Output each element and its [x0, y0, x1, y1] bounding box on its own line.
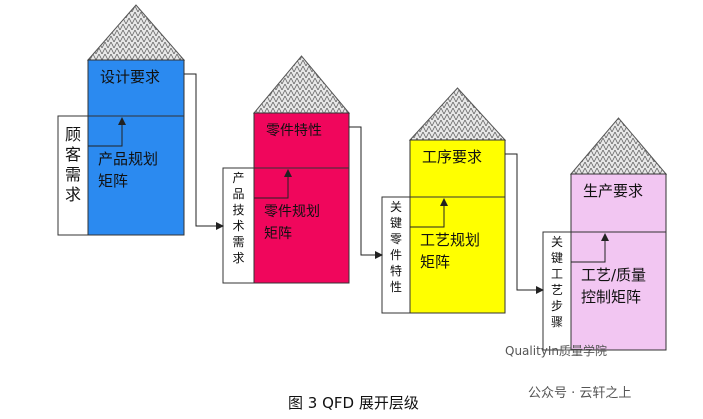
matrix-label-line: 工艺规划 [420, 231, 480, 249]
requirement-label-char: 产 [232, 171, 244, 185]
requirement-label-char: 零 [390, 232, 402, 246]
requirement-label-char: 求 [65, 185, 81, 204]
house-top-label: 设计要求 [100, 68, 160, 86]
matrix-label-line: 矩阵 [420, 253, 450, 271]
matrix-label-line: 工艺/质量 [581, 266, 646, 284]
inner-arrow [571, 233, 609, 263]
requirement-label-char: 键 [551, 251, 563, 265]
requirement-label-char: 需 [65, 165, 81, 184]
stage-connector-arrow [184, 73, 224, 230]
requirement-label-char: 骤 [551, 315, 563, 329]
requirement-label-char: 特 [390, 263, 402, 278]
requirement-label-char: 需 [232, 235, 244, 249]
requirement-label-char: 步 [551, 299, 563, 313]
requirement-label-char: 键 [390, 216, 402, 230]
inner-arrow [254, 169, 292, 199]
house-roof [569, 117, 668, 175]
house-top-label: 零件特性 [266, 123, 322, 139]
requirement-label-char: 件 [390, 248, 402, 262]
matrix-label-line: 产品规划 [98, 150, 158, 168]
stage-connector-arrow [505, 153, 544, 294]
matrix-label-line: 矩阵 [98, 172, 128, 190]
requirement-box [381, 196, 411, 314]
requirement-label-char: 性 [390, 280, 402, 294]
house-roof [408, 87, 507, 141]
requirement-label-char: 顾 [65, 125, 81, 144]
requirement-label-char: 客 [65, 145, 81, 164]
requirement-box [542, 231, 572, 351]
house-body [87, 59, 185, 236]
requirement-label-char: 工 [551, 267, 563, 281]
house-roof [86, 4, 186, 61]
watermark-qualityin: QualityIn质量学院 [505, 344, 608, 358]
requirement-label-char: 关 [390, 200, 402, 214]
watermark-wechat: 公众号 · 云轩之上 [528, 386, 632, 401]
inner-arrow [410, 198, 448, 228]
requirement-label-char: 求 [232, 251, 244, 265]
requirement-label-char: 术 [232, 219, 244, 233]
requirement-box [57, 115, 89, 236]
requirement-label-char: 关 [551, 235, 563, 249]
matrix-label-line: 矩阵 [264, 226, 292, 242]
inner-arrow [88, 117, 126, 147]
figure-caption: 图 3 QFD 展开层级 [288, 394, 419, 412]
requirement-label-char: 技 [232, 203, 244, 217]
matrix-label-line: 控制矩阵 [581, 288, 641, 306]
house-top-label: 工序要求 [422, 148, 482, 166]
house-roof [252, 55, 351, 114]
requirement-label-char: 品 [232, 187, 244, 201]
house-top-label: 生产要求 [583, 182, 643, 200]
requirement-label-char: 艺 [551, 283, 563, 297]
matrix-label-line: 零件规划 [264, 204, 320, 220]
stage-connector-arrow [349, 126, 383, 259]
